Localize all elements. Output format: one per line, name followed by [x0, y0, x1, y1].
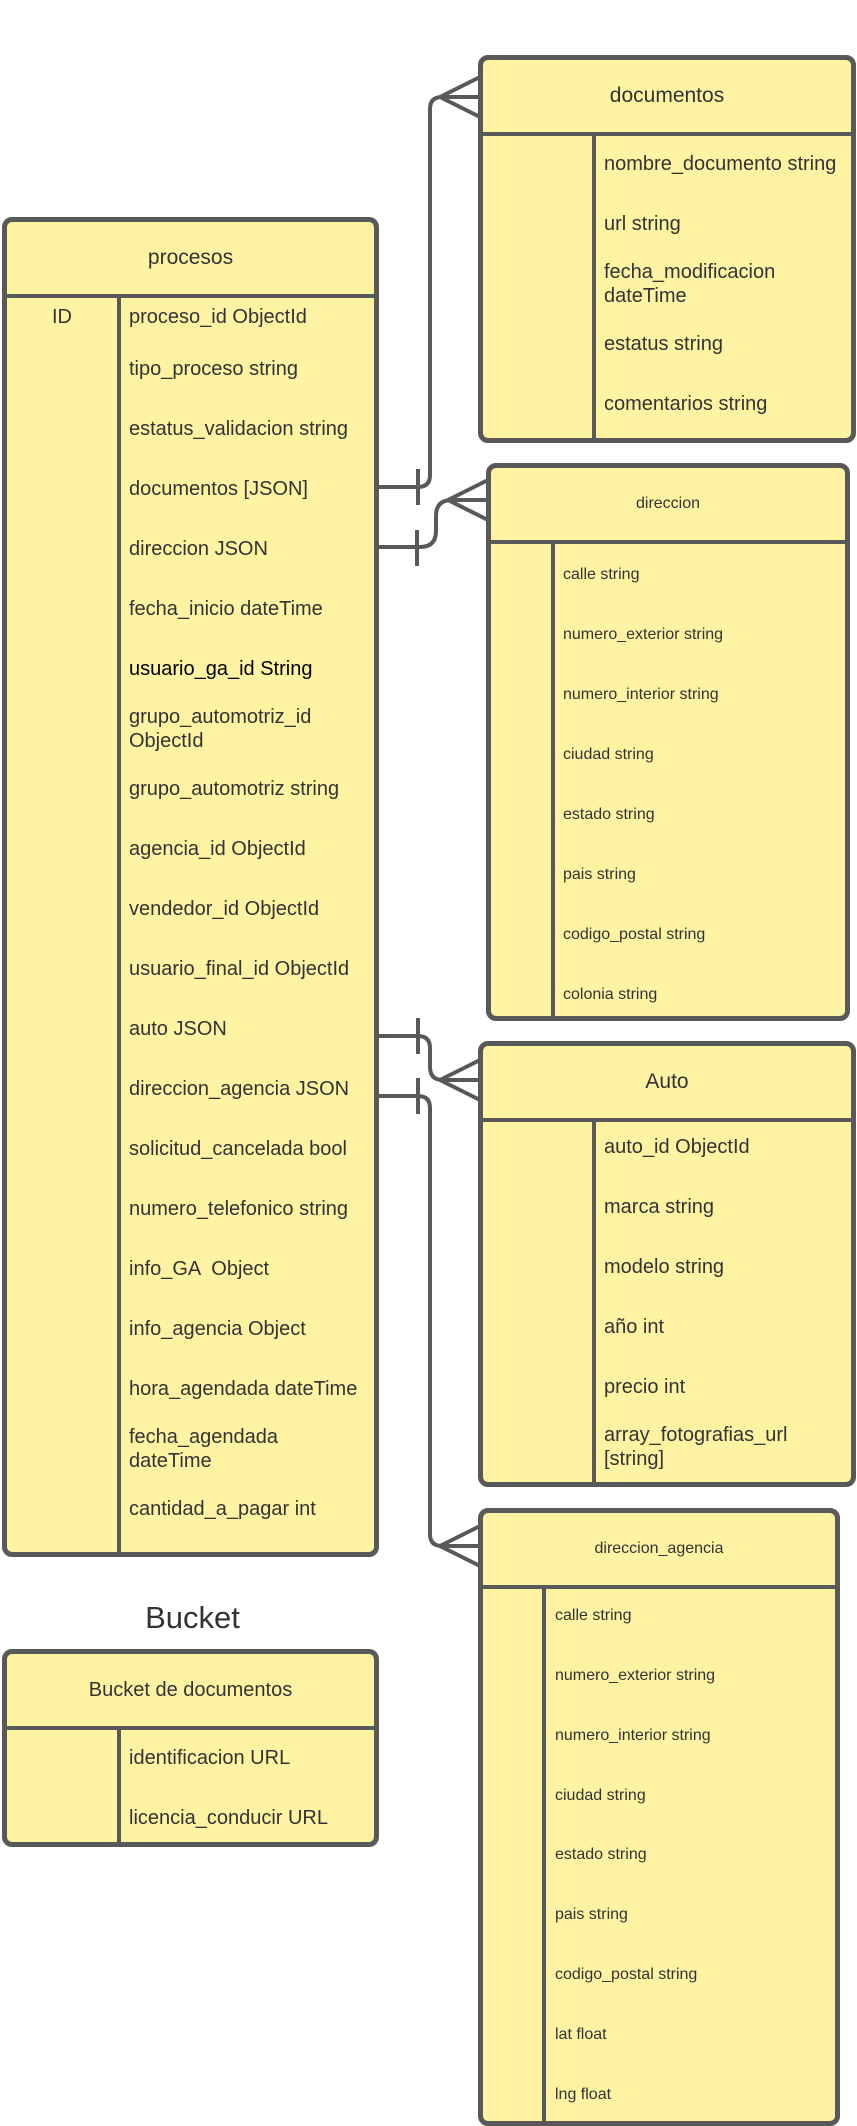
field-row: lat float	[555, 2026, 607, 2044]
connector-direccion-agencia-crowfoot	[439, 1524, 481, 1568]
field-row: pais string	[563, 866, 636, 884]
field-row: cantidad_a_pagar int	[129, 1498, 316, 1520]
field-row: ciudad string	[563, 746, 654, 764]
field-row: codigo_postal string	[555, 1966, 698, 1984]
field-row: numero_telefonico string	[129, 1198, 349, 1220]
entity-title: Auto	[645, 1070, 689, 1093]
field-row: lng float	[555, 2086, 612, 2104]
entity-header: procesos	[7, 222, 374, 298]
field-row: numero_exterior string	[563, 626, 724, 644]
entity-title: direccion_agencia	[594, 1540, 724, 1557]
entity-auto[interactable]: Auto auto_id ObjectId marca string model…	[478, 1041, 856, 1487]
field-row: precio int	[604, 1376, 686, 1398]
entity-header: direccion_agencia	[483, 1513, 835, 1589]
field-row: comentarios string	[604, 393, 768, 415]
field-row: fecha_inicio dateTime	[129, 598, 323, 620]
field-row: tipo_proceso string	[129, 358, 298, 380]
key-column	[483, 1122, 596, 1482]
field-row: solicitud_cancelada bool	[129, 1138, 347, 1160]
entity-header: direccion	[491, 468, 845, 544]
entity-bucket-de-documentos[interactable]: Bucket de documentos identificacion URL …	[2, 1649, 379, 1847]
connector-auto-crowfoot	[439, 1058, 481, 1102]
field-row: pais string	[555, 1906, 628, 1924]
field-row: estatus string	[604, 333, 723, 355]
entity-title: Bucket de documentos	[88, 1678, 293, 1701]
entity-direccion[interactable]: direccion calle string numero_exterior s…	[486, 463, 850, 1021]
field-row: hora_agendada dateTime	[129, 1378, 358, 1400]
field-row: info_agencia Object	[129, 1318, 306, 1340]
key-column	[483, 136, 596, 438]
connector-direccion-crowfoot	[447, 478, 489, 522]
primary-key-label: ID	[52, 305, 72, 328]
entity-header: documentos	[483, 60, 851, 136]
field-row: info_GA Object	[129, 1258, 270, 1280]
entity-procesos[interactable]: procesos ID proceso_id ObjectId tipo_pro…	[2, 217, 379, 1557]
key-column	[491, 544, 555, 1016]
field-row: calle string	[555, 1607, 632, 1625]
entity-documentos[interactable]: documentos nombre_documento string url s…	[478, 55, 856, 443]
entity-header: Bucket de documentos	[7, 1654, 374, 1730]
field-row: numero_interior string	[563, 686, 719, 704]
field-row: numero_interior string	[555, 1727, 711, 1745]
key-column	[7, 298, 121, 1552]
field-row: auto JSON	[129, 1018, 227, 1040]
key-column	[483, 1589, 546, 2121]
field-row: direccion_agencia JSON	[129, 1078, 350, 1100]
field-row: estado string	[555, 1846, 647, 1864]
field-row: fecha_agendada dateTime	[129, 1426, 279, 1472]
entity-direccion-agencia[interactable]: direccion_agencia calle string numero_ex…	[478, 1508, 840, 2126]
field-row: usuario_final_id ObjectId	[129, 958, 350, 980]
field-row: grupo_automotriz string	[129, 778, 340, 800]
field-row: direccion JSON	[129, 538, 268, 560]
entity-title: direccion	[635, 495, 701, 512]
connector-direccion-agencia	[379, 1094, 480, 1548]
field-row: auto_id ObjectId	[604, 1136, 750, 1158]
field-row: url string	[604, 213, 681, 235]
field-row: marca string	[604, 1196, 715, 1218]
field-row: codigo_postal string	[563, 926, 706, 944]
field-row: numero_exterior string	[555, 1667, 716, 1685]
field-row: grupo_automotriz_id ObjectId	[129, 706, 312, 752]
key-column	[7, 1730, 121, 1842]
field-row: identificacion URL	[129, 1747, 291, 1769]
entity-title: procesos	[147, 246, 234, 269]
field-row: estado string	[563, 806, 655, 824]
entity-title: documentos	[609, 84, 725, 107]
field-row: estatus_validacion string	[129, 418, 349, 440]
field-row: nombre_documento string	[604, 153, 837, 175]
connector-direccion	[379, 498, 488, 549]
field-row: modelo string	[604, 1256, 725, 1278]
field-row: usuario_ga_id String	[129, 658, 313, 680]
connector-documentos	[379, 95, 480, 489]
field-row: ciudad string	[555, 1787, 646, 1805]
field-row: calle string	[563, 566, 640, 584]
field-row: agencia_id ObjectId	[129, 838, 306, 860]
connector-auto	[379, 1034, 480, 1082]
field-row: colonia string	[563, 986, 658, 1004]
bucket-section-title: Bucket	[145, 1600, 240, 1635]
field-row: licencia_conducir URL	[129, 1807, 328, 1829]
field-row: año int	[604, 1316, 665, 1338]
field-row: array_fotografias_url [string]	[604, 1424, 788, 1470]
entity-header: Auto	[483, 1046, 851, 1122]
field-row: proceso_id ObjectId	[129, 306, 307, 328]
field-row: documentos [JSON]	[129, 478, 308, 500]
field-row: fecha_modificacion dateTime	[604, 261, 776, 307]
connector-documentos-crowfoot	[439, 75, 481, 119]
field-row: vendedor_id ObjectId	[129, 898, 320, 920]
